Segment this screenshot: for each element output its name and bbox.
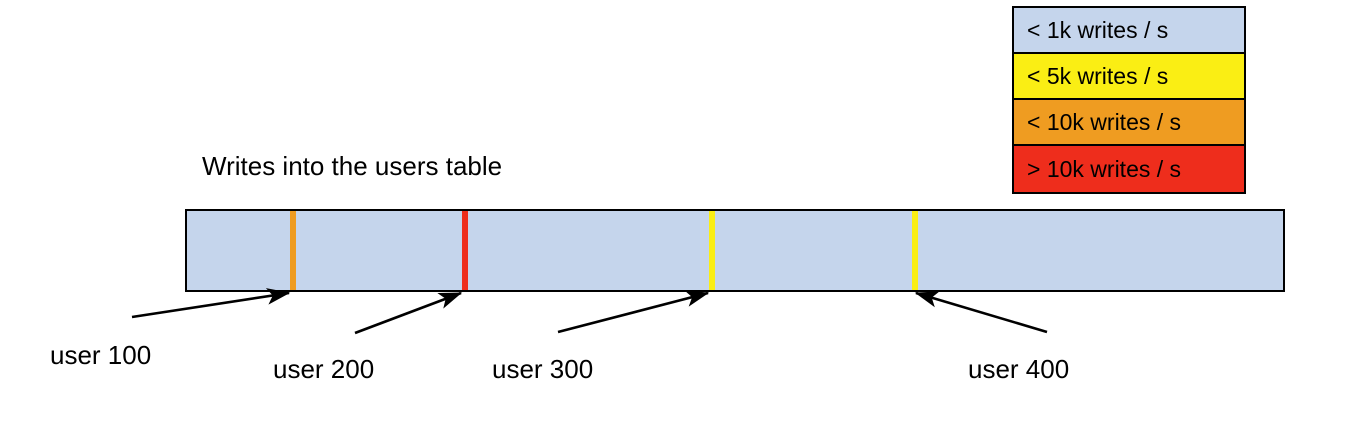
legend: < 1k writes / s < 5k writes / s < 10k wr…	[1012, 6, 1246, 194]
writes-range-bar	[185, 209, 1285, 292]
legend-item-label: < 1k writes / s	[1027, 16, 1169, 43]
legend-item-label: > 10k writes / s	[1027, 155, 1182, 182]
hotspot-marker-user-100	[290, 211, 296, 290]
callout-label-user-200: user 200	[273, 354, 375, 384]
callout-label-user-400: user 400	[968, 354, 1070, 384]
legend-item-over-10k: > 10k writes / s	[1014, 146, 1244, 192]
legend-item-under-1k: < 1k writes / s	[1014, 8, 1244, 54]
hotspot-marker-user-300	[709, 211, 715, 290]
callout-label-user-100: user 100	[50, 340, 152, 370]
legend-item-label: < 5k writes / s	[1027, 62, 1169, 89]
legend-item-under-5k: < 5k writes / s	[1014, 54, 1244, 100]
chart-title: Writes into the users table	[202, 151, 503, 181]
legend-item-label: < 10k writes / s	[1027, 108, 1182, 135]
hotspot-marker-user-400	[912, 211, 918, 290]
hotspot-marker-user-200	[462, 211, 468, 290]
callout-label-user-300: user 300	[492, 354, 594, 384]
legend-item-under-10k: < 10k writes / s	[1014, 100, 1244, 146]
